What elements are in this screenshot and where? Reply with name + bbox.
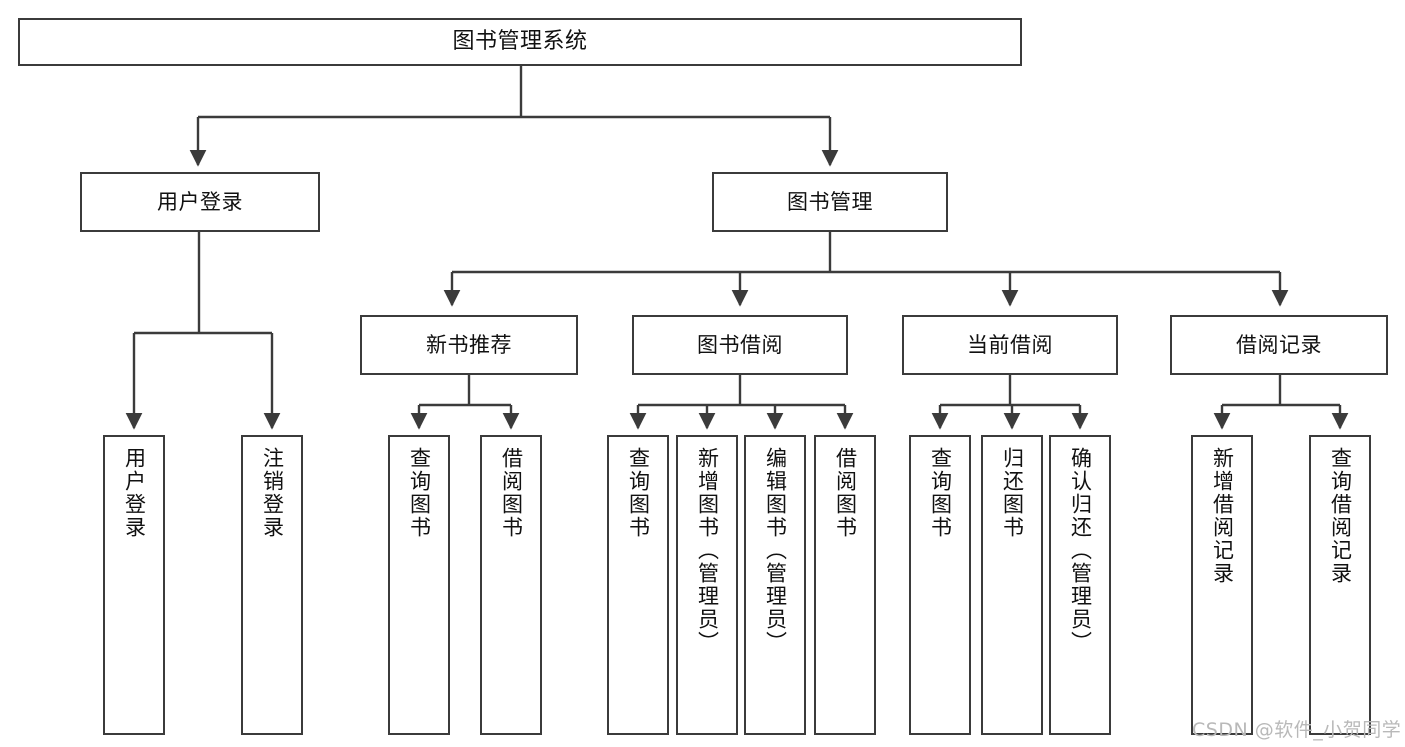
node-label: 用户登录 xyxy=(157,189,243,214)
node-label: 借阅记录 xyxy=(1236,332,1322,357)
node-label: 新增借阅记录 xyxy=(1210,447,1235,585)
node-label: 借阅图书 xyxy=(833,447,858,539)
node-label: 借阅图书 xyxy=(499,447,524,539)
node-label: 确认归还（管理员） xyxy=(1068,447,1093,654)
leaf-borrow-query-book[interactable]: 查询图书 xyxy=(607,435,669,735)
leaf-borrow-borrow-book[interactable]: 借阅图书 xyxy=(814,435,876,735)
leaf-record-add-record[interactable]: 新增借阅记录 xyxy=(1191,435,1253,735)
leaf-user-login-login[interactable]: 用户登录 xyxy=(103,435,165,735)
node-root-system[interactable]: 图书管理系统 xyxy=(18,18,1022,66)
node-label: 当前借阅 xyxy=(967,332,1053,357)
node-current-borrow[interactable]: 当前借阅 xyxy=(902,315,1118,375)
node-label: 新增图书（管理员） xyxy=(695,447,720,654)
node-label: 用户登录 xyxy=(122,447,147,539)
node-label: 注销登录 xyxy=(260,447,285,539)
node-label: 图书借阅 xyxy=(697,332,783,357)
leaf-borrow-add-book-admin[interactable]: 新增图书（管理员） xyxy=(676,435,738,735)
node-label: 编辑图书（管理员） xyxy=(763,447,788,654)
node-label: 图书管理系统 xyxy=(452,29,588,55)
node-book-borrow[interactable]: 图书借阅 xyxy=(632,315,848,375)
node-label: 图书管理 xyxy=(787,189,873,214)
leaf-current-confirm-return-admin[interactable]: 确认归还（管理员） xyxy=(1049,435,1111,735)
leaf-current-query-book[interactable]: 查询图书 xyxy=(909,435,971,735)
leaf-current-return-book[interactable]: 归还图书 xyxy=(981,435,1043,735)
node-user-login[interactable]: 用户登录 xyxy=(80,172,320,232)
node-label: 查询图书 xyxy=(407,447,432,539)
leaf-user-login-logout[interactable]: 注销登录 xyxy=(241,435,303,735)
node-label: 新书推荐 xyxy=(426,332,512,357)
leaf-recommend-query-book[interactable]: 查询图书 xyxy=(388,435,450,735)
node-label: 查询借阅记录 xyxy=(1328,447,1353,585)
leaf-borrow-edit-book-admin[interactable]: 编辑图书（管理员） xyxy=(744,435,806,735)
node-label: 归还图书 xyxy=(1000,447,1025,539)
node-borrow-record[interactable]: 借阅记录 xyxy=(1170,315,1388,375)
csdn-watermark: CSDN @软件_小贺同学 xyxy=(1192,719,1402,741)
node-new-book-recommend[interactable]: 新书推荐 xyxy=(360,315,578,375)
node-label: 查询图书 xyxy=(626,447,651,539)
leaf-record-query-record[interactable]: 查询借阅记录 xyxy=(1309,435,1371,735)
node-book-management[interactable]: 图书管理 xyxy=(712,172,948,232)
leaf-recommend-borrow-book[interactable]: 借阅图书 xyxy=(480,435,542,735)
node-label: 查询图书 xyxy=(928,447,953,539)
